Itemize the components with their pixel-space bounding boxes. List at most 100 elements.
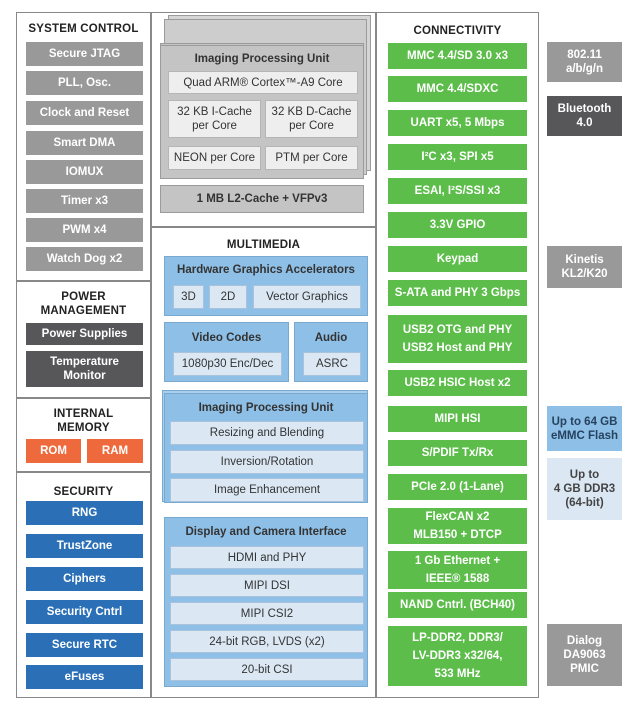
rgb-lvds: 24-bit RGB, LVDS (x2) [170,630,364,653]
kinetis-block: Kinetis KL2/K20 [547,246,622,288]
mmc-sd-block: MMC 4.4/SD 3.0 x3 [388,43,527,69]
multimedia-title: MULTIMEDIA [226,239,301,251]
ddr-controller-block-line1: LP-DDR2, DDR3/ [412,632,503,644]
spdif-block-line1: S/PDIF Tx/Rx [421,447,494,459]
ddr-controller-block: LP-DDR2, DDR3/LV-DDR3 x32/64, 533 MHz [388,626,527,686]
clock-reset-block: Clock and Reset [26,101,143,125]
cpu-title: Imaging Processing Unit [194,53,330,65]
icache-line1: 32 KB I-Cache [177,106,252,118]
mipi-hsi-block-line1: MIPI HSI [434,413,481,425]
graphics-accelerators-frame: Hardware Graphics Accelerators 3D 2D Vec… [164,256,368,316]
ddr-controller-block-line3: 533 MHz [434,668,481,680]
system-control-panel: SYSTEM CONTROL Secure JTAG PLL, Osc. Clo… [16,12,151,281]
i2c-spi-block-line1: I²C x3, SPI x5 [421,151,494,163]
emmc-line2: eMMC Flash [550,429,619,442]
pll-osc-block: PLL, Osc. [26,71,143,95]
bluetooth-block: Bluetooth 4.0 [547,96,622,136]
internal-memory-panel: INTERNAL MEMORY ROM RAM [16,398,151,472]
audio-title: Audio [314,332,348,344]
security-panel: SECURITY RNG TrustZone Ciphers Security … [16,472,151,698]
ipu-frame: Imaging Processing Unit Resizing and Ble… [164,393,368,503]
ddr-controller-block-line2: LV-DDR3 x32/64, [412,650,503,662]
wifi-block: 802.11 a/b/g/n [547,42,622,82]
ciphers-block: Ciphers [26,567,143,591]
bluetooth-line2: 4.0 [576,117,593,129]
system-control-title: SYSTEM CONTROL [28,23,139,35]
sata-block-line1: S-ATA and PHY 3 Gbps [394,287,521,299]
security-title: SECURITY [53,486,114,498]
flexcan-mlb-block-line1: FlexCAN x2 [425,511,490,523]
ddr3-line1: Up to [569,469,600,481]
ethernet-block: 1 Gb Ethernet + IEEE® 1588 [388,551,527,589]
secure-rtc-block: Secure RTC [26,633,143,657]
l2-cache-block: 1 MB L2-Cache + VFPv3 [160,185,364,213]
video-codes-title: Video Codes [191,332,262,344]
efuses-block: eFuses [26,665,143,689]
multimedia-panel: MULTIMEDIA Hardware Graphics Accelerator… [151,227,376,698]
power-supplies-block: Power Supplies [26,323,143,345]
internal-memory-title-line2: MEMORY [57,422,110,434]
ddr3-line3: (64-bit) [565,497,604,509]
video-encode-decode: 1080p30 Enc/Dec [173,352,282,376]
uart-block-line1: UART x5, 5 Mbps [410,117,505,129]
audio-frame: Audio ASRC [294,322,368,382]
pmic-block: Dialog DA9063 PMIC [547,624,622,686]
asrc-block: ASRC [303,352,361,376]
monitor-label: Monitor [63,370,106,382]
iomux-block: IOMUX [26,160,143,184]
hdmi-phy: HDMI and PHY [170,546,364,569]
usb2-otg-host-block-line2: USB2 Host and PHY [402,342,513,354]
temperature-monitor-block: Temperature Monitor [26,351,143,387]
csi-20bit: 20-bit CSI [170,658,364,681]
bluetooth-line1: Bluetooth [557,103,612,115]
watch-dog-block: Watch Dog x2 [26,247,143,271]
pmic-line1: Dialog [566,635,603,647]
flexcan-mlb-block-line2: MLB150 + DTCP [413,529,502,541]
video-codec-frame: Video Codes 1080p30 Enc/Dec [164,322,289,382]
usb2-otg-host-block: USB2 OTG and PHY USB2 Host and PHY [388,315,527,363]
mmc-sdxc-block-line1: MMC 4.4/SDXC [416,83,499,95]
display-camera-title: Display and Camera Interface [185,526,347,538]
keypad-block-line1: Keypad [436,253,479,265]
ddr3-line2: 4 GB DDR3 [553,483,616,495]
cortex-a9-core: Quad ARM® Cortex™-A9 Core [168,71,358,94]
wifi-line2: a/b/g/n [565,63,604,75]
mmc-sd-block-line1: MMC 4.4/SD 3.0 x3 [407,50,508,62]
connectivity-panel: CONNECTIVITY MMC 4.4/SD 3.0 x3 MMC 4.4/SD… [376,12,539,698]
usb2-otg-host-block-line1: USB2 OTG and PHY [402,324,513,336]
icache-line2: per Core [192,120,237,132]
power-management-panel: POWER MANAGEMENT Power Supplies Temperat… [16,281,151,398]
mmc-sdxc-block: MMC 4.4/SDXC [388,76,527,102]
kinetis-line2: KL2/K20 [561,268,608,280]
rng-block: RNG [26,501,143,525]
display-camera-frame: Display and Camera Interface HDMI and PH… [164,517,368,687]
pcie-block: PCIe 2.0 (1-Lane) [388,474,527,500]
rom-block: ROM [26,439,81,463]
pwm-block: PWM x4 [26,218,143,242]
ddr3-memory-block: Up to 4 GB DDR3 (64-bit) [547,458,622,520]
wifi-line1: 802.11 [567,49,602,61]
usb2-hsic-block: USB2 HSIC Host x2 [388,370,527,396]
sata-block: S-ATA and PHY 3 Gbps [388,280,527,306]
cpu-panel: Imaging Processing Unit Quad ARM® Cortex… [151,12,376,227]
uart-block: UART x5, 5 Mbps [388,110,527,136]
pcie-block-line1: PCIe 2.0 (1-Lane) [411,481,504,493]
graphics-accelerators-title: Hardware Graphics Accelerators [177,264,355,276]
resizing-blending: Resizing and Blending [170,421,364,445]
flexcan-mlb-block: FlexCAN x2 MLB150 + DTCP [388,508,527,544]
connectivity-title: CONNECTIVITY [413,25,502,37]
neon-block: NEON per Core [168,146,261,170]
keypad-block: Keypad [388,246,527,272]
timer-block: Timer x3 [26,189,143,213]
smart-dma-block: Smart DMA [26,131,143,155]
dcache-line1: 32 KB D-Cache [271,106,352,118]
ptm-block: PTM per Core [265,146,358,170]
mipi-csi2: MIPI CSI2 [170,602,364,625]
ethernet-block-line2: IEEE® 1588 [425,573,490,585]
ethernet-block-line1: 1 Gb Ethernet + [414,555,501,567]
i2c-spi-block: I²C x3, SPI x5 [388,144,527,170]
trustzone-block: TrustZone [26,534,143,558]
image-enhancement: Image Enhancement [170,478,364,502]
nand-cntrl-block: NAND Cntrl. (BCH40) [388,592,527,618]
emmc-line1: Up to 64 GB [551,415,618,428]
